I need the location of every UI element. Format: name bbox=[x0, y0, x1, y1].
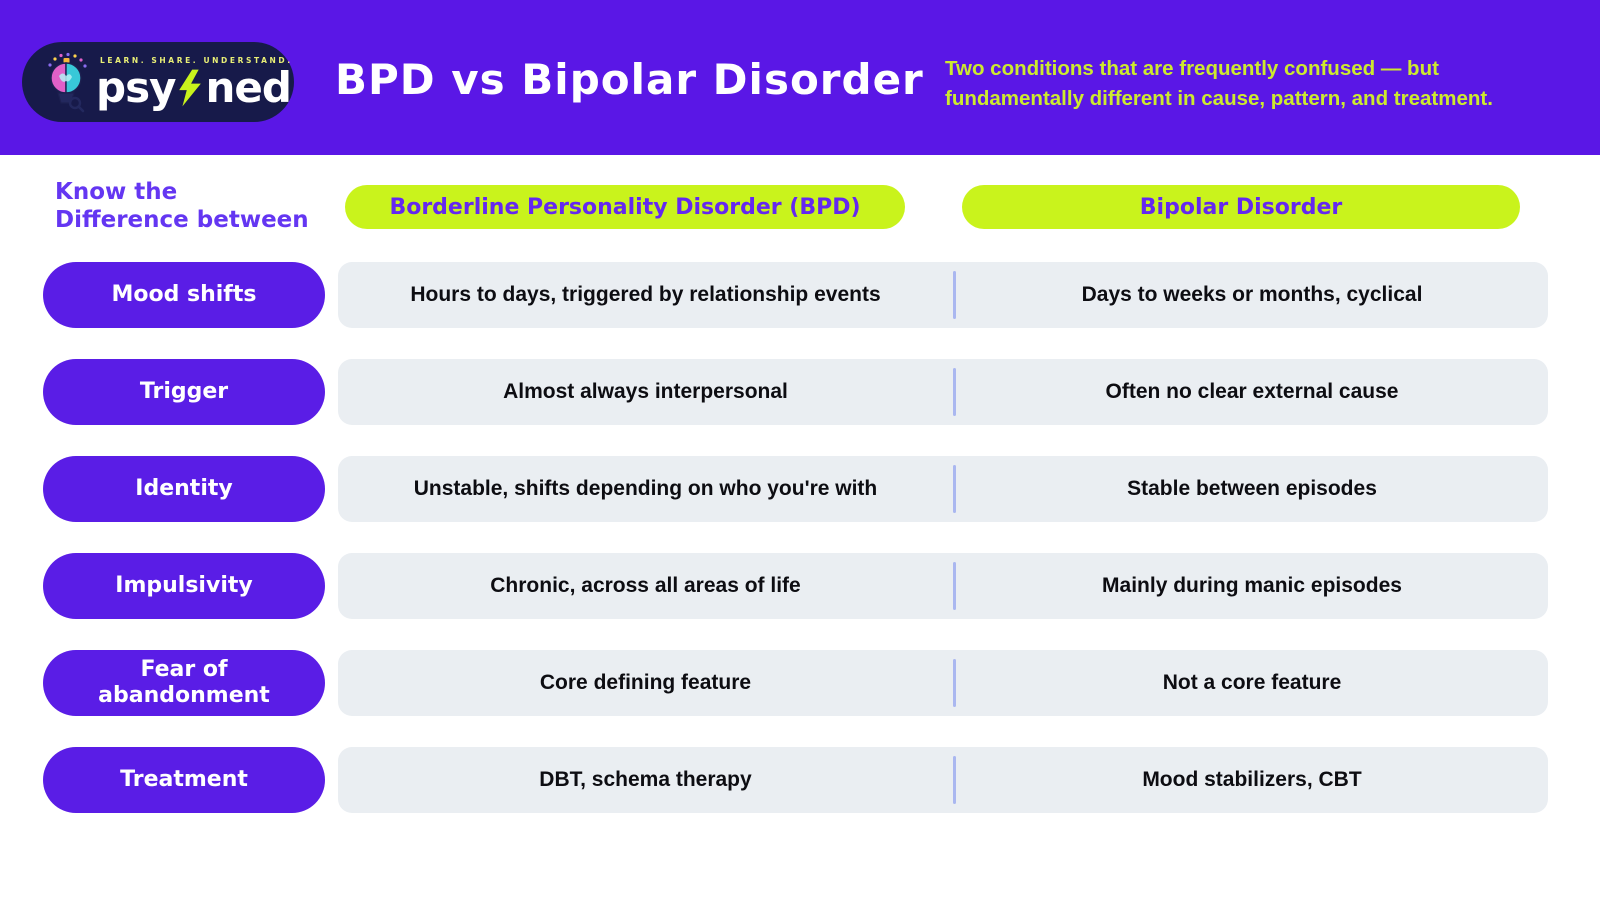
cell-divider bbox=[953, 659, 956, 707]
bpd-cell: Hours to days, triggered by relationship… bbox=[410, 283, 881, 306]
column-header-bpd: Borderline Personality Disorder (BPD) bbox=[345, 185, 905, 229]
cell-divider bbox=[953, 756, 956, 804]
row-label-pill: Identity bbox=[43, 456, 325, 522]
cell-divider bbox=[953, 562, 956, 610]
logo-word-left: psy bbox=[96, 62, 176, 112]
logo-text-block: LEARN. SHARE. UNDERSTAND. psy ned bbox=[96, 56, 293, 109]
table-row: Hours to days, triggered by relationship… bbox=[338, 262, 1548, 328]
bipolar-cell: Stable between episodes bbox=[1127, 477, 1377, 500]
row-label-pill: Treatment bbox=[43, 747, 325, 813]
table-row: Chronic, across all areas of life Mainly… bbox=[338, 553, 1548, 619]
intro-line1: Know the bbox=[55, 179, 178, 205]
table-row: Unstable, shifts depending on who you're… bbox=[338, 456, 1548, 522]
brain-balloon-icon bbox=[48, 52, 87, 113]
bpd-cell: Almost always interpersonal bbox=[503, 380, 788, 403]
table-row: DBT, schema therapy Mood stabilizers, CB… bbox=[338, 747, 1548, 813]
bipolar-cell: Often no clear external cause bbox=[1105, 380, 1399, 403]
logo-wordmark: psy ned bbox=[96, 62, 293, 112]
row-label-pill: Impulsivity bbox=[43, 553, 325, 619]
bipolar-cell: Not a core feature bbox=[1162, 671, 1342, 694]
bipolar-cell: Days to weeks or months, cyclical bbox=[1081, 283, 1423, 306]
intro-line2: Difference between bbox=[55, 207, 309, 233]
bpd-cell: Unstable, shifts depending on who you're… bbox=[413, 477, 878, 500]
bipolar-cell: Mainly during manic episodes bbox=[1102, 574, 1402, 597]
row-label-pill: Trigger bbox=[43, 359, 325, 425]
intro-label: Know the Difference between bbox=[55, 178, 309, 234]
bpd-cell: DBT, schema therapy bbox=[539, 768, 752, 791]
psymed-logo: LEARN. SHARE. UNDERSTAND. psy ned bbox=[22, 42, 294, 122]
logo-tagline: LEARN. SHARE. UNDERSTAND. bbox=[100, 55, 293, 65]
table-row: Core defining feature Not a core feature bbox=[338, 650, 1548, 716]
lightning-bolt-icon bbox=[179, 69, 202, 106]
cell-divider bbox=[953, 465, 956, 513]
table-row: Almost always interpersonal Often no cle… bbox=[338, 359, 1548, 425]
bipolar-cell: Mood stabilizers, CBT bbox=[1142, 768, 1362, 791]
bpd-cell: Chronic, across all areas of life bbox=[490, 574, 801, 597]
page-title: BPD vs Bipolar Disorder bbox=[335, 55, 924, 104]
cell-divider bbox=[953, 368, 956, 416]
column-header-bipolar: Bipolar Disorder bbox=[962, 185, 1520, 229]
header-band: LEARN. SHARE. UNDERSTAND. psy ned BPD vs… bbox=[0, 0, 1600, 155]
bpd-cell: Core defining feature bbox=[539, 671, 752, 694]
page-subtitle: Two conditions that are frequently confu… bbox=[945, 57, 1493, 110]
row-label-pill: Mood shifts bbox=[43, 262, 325, 328]
row-label-pill: Fear of abandonment bbox=[43, 650, 325, 716]
logo-word-right: ned bbox=[205, 62, 291, 112]
cell-divider bbox=[953, 271, 956, 319]
